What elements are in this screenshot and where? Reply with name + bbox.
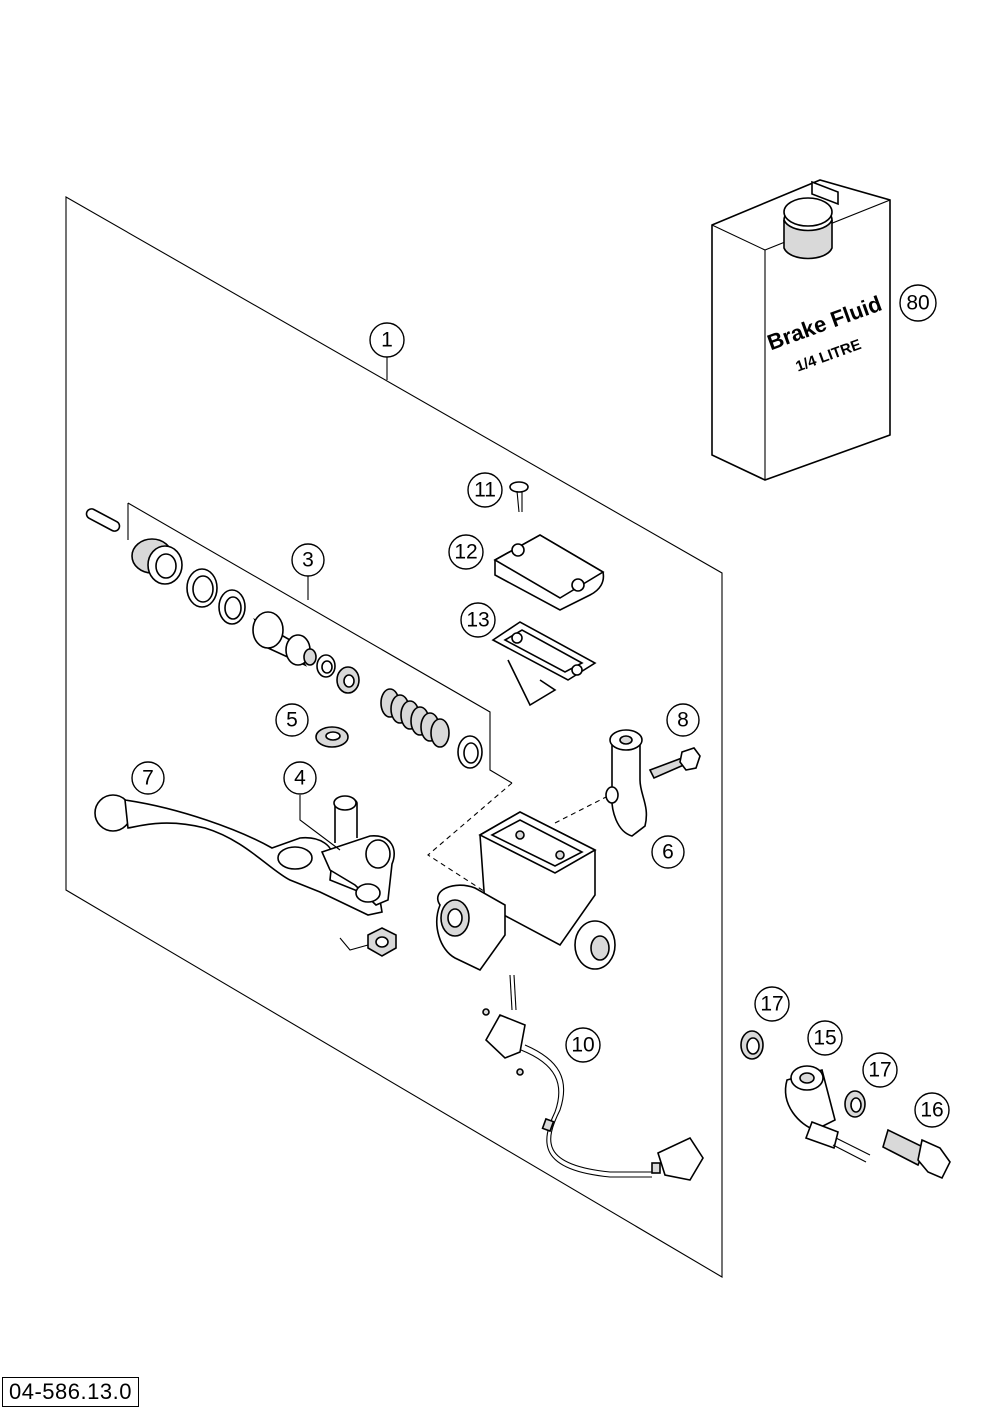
callout-10: 10 (565, 1027, 601, 1063)
washer-17b (844, 1090, 866, 1118)
callout-11: 11 (467, 472, 503, 508)
svg-text:5: 5 (286, 709, 298, 732)
svg-text:6: 6 (662, 841, 674, 864)
callout-12: 12 (448, 534, 484, 570)
svg-text:15: 15 (813, 1027, 836, 1050)
brake-lever-part (94, 794, 383, 916)
pivot-nut-part (367, 927, 397, 957)
washer-17a (740, 1030, 764, 1060)
callout-17a: 17 (754, 986, 790, 1022)
callout-16: 16 (914, 1092, 950, 1128)
svg-text:1: 1 (381, 329, 393, 352)
svg-text:17: 17 (760, 993, 783, 1016)
callout-1: 1 (369, 322, 405, 358)
banjo-15 (784, 1065, 871, 1163)
callout-4: 4 (283, 761, 317, 795)
seal-ring-medium (218, 589, 246, 625)
callout-6: 6 (651, 835, 685, 869)
bolt-8 (648, 747, 701, 780)
banjo-bolt-16 (882, 1128, 951, 1180)
dashed-link-cylinder (554, 794, 611, 824)
brake-switch-10 (482, 974, 704, 1181)
callout-17b: 17 (862, 1052, 898, 1088)
leader-4-nut (339, 937, 369, 951)
piston-part (252, 611, 317, 667)
leader-4 (299, 795, 341, 851)
seal-ring-large (186, 568, 218, 608)
screw-11 (509, 481, 529, 513)
callout-3: 3 (291, 543, 325, 577)
drawing-number: 04-586.13.0 (2, 1377, 139, 1407)
washer-5-part (315, 726, 349, 748)
small-ring-part (316, 654, 336, 678)
callout-5: 5 (275, 703, 309, 737)
callout-8: 8 (666, 703, 700, 737)
assembly-frame (65, 196, 723, 1278)
svg-text:3: 3 (302, 549, 314, 572)
svg-text:11: 11 (474, 479, 496, 502)
brake-fluid-bottle (711, 179, 891, 481)
dashed-link-piston (427, 782, 513, 896)
master-cylinder-body (436, 811, 616, 972)
piston-cup-part (131, 538, 183, 585)
callout-15: 15 (807, 1020, 843, 1056)
svg-text:17: 17 (868, 1059, 891, 1082)
callout-13: 13 (460, 602, 496, 638)
svg-text:10: 10 (571, 1034, 594, 1057)
banjo-fitting-6 (605, 729, 648, 837)
svg-text:7: 7 (142, 767, 154, 790)
pivot-bracket-part (320, 835, 395, 906)
reservoir-cover-12 (493, 534, 605, 611)
svg-text:13: 13 (466, 609, 489, 632)
svg-text:4: 4 (294, 767, 306, 790)
svg-text:80: 80 (906, 292, 929, 315)
subassembly-frame-3 (127, 502, 513, 784)
svg-text:8: 8 (677, 709, 689, 732)
callout-7: 7 (131, 761, 165, 795)
callout-80: 80 (899, 284, 937, 322)
spring-part (380, 688, 450, 748)
svg-text:16: 16 (920, 1099, 943, 1122)
washer-part (336, 666, 360, 694)
svg-text:12: 12 (454, 541, 477, 564)
pivot-bolt-part (333, 795, 358, 843)
gasket-13 (491, 621, 597, 707)
pin-part (85, 508, 121, 532)
spring-seal-ring (457, 735, 483, 769)
